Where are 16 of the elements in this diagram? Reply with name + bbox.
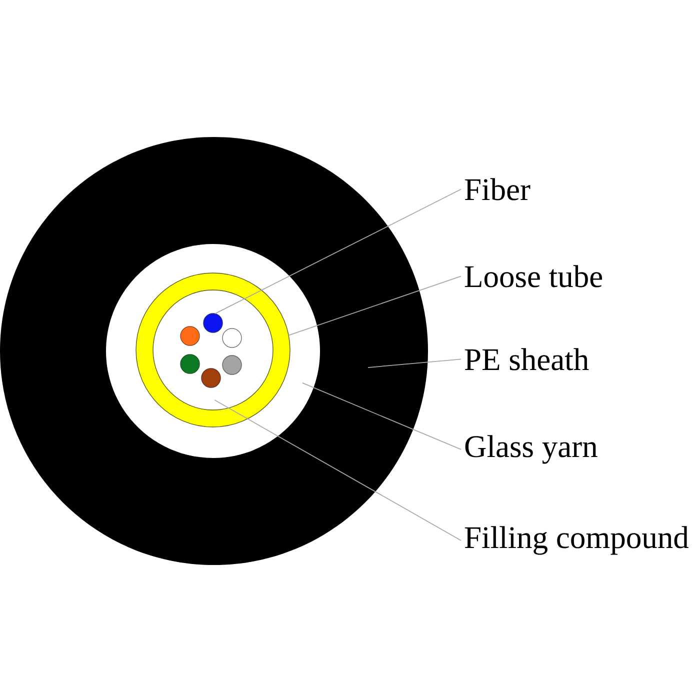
fiber-dot (203, 313, 223, 333)
fiber-dot (222, 328, 242, 348)
part-label: Glass yarn (465, 435, 598, 464)
part-label: Filling compound (464, 526, 689, 555)
fiber-dot (222, 355, 242, 375)
leader-line (302, 382, 462, 450)
leader-line (214, 400, 462, 541)
leader-line (368, 358, 462, 368)
part-label: Fiber (464, 178, 530, 200)
leader-line (288, 276, 462, 336)
leader-line (214, 188, 462, 314)
fiber-dot (201, 368, 221, 388)
fiber-dot (180, 354, 200, 374)
fiber-dot (180, 326, 200, 346)
part-label: Loose tube (464, 265, 602, 288)
part-label: PE sheath (464, 348, 589, 370)
